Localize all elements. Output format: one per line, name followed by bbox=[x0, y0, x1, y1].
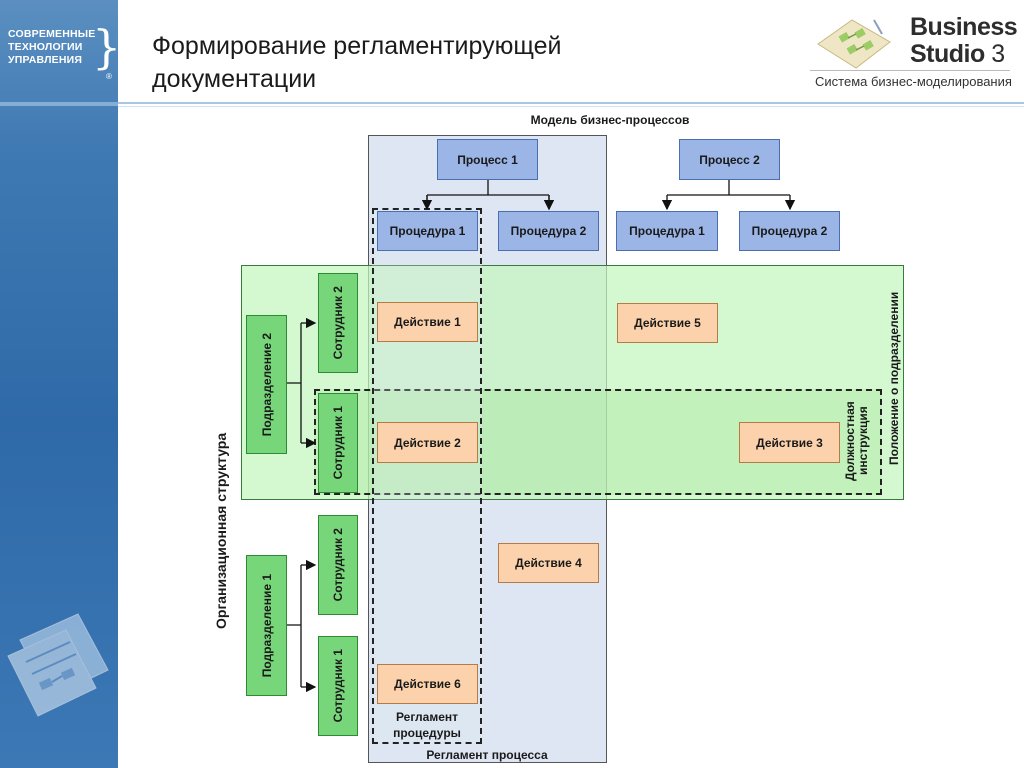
sidebar-stripe bbox=[0, 102, 118, 106]
brand-studio: Studio bbox=[910, 40, 985, 68]
unit-regulation-label: Положение о подразделении bbox=[887, 291, 901, 465]
unit-box[interactable]: Подразделение 2 bbox=[246, 315, 287, 454]
process-box[interactable]: Процесс 2 bbox=[679, 139, 780, 180]
left-sidebar: СОВРЕМЕННЫЕ ТЕХНОЛОГИИ УПРАВЛЕНИЯ } ® bbox=[0, 0, 118, 768]
header-divider-thin bbox=[118, 106, 1024, 107]
business-studio-logo: Business Studio 3 Система бизнес-моделир… bbox=[810, 12, 1018, 92]
action-box[interactable]: Действие 1 bbox=[377, 302, 478, 342]
header-divider bbox=[118, 102, 1024, 104]
employee-box[interactable]: Сотрудник 2 bbox=[318, 273, 358, 373]
process-box[interactable]: Процесс 1 bbox=[437, 139, 538, 180]
registered-mark: ® bbox=[106, 72, 112, 81]
brand-name: Business bbox=[910, 13, 1018, 41]
procedure-regulation-label: Регламент процедуры bbox=[393, 710, 461, 740]
employee-box[interactable]: Сотрудник 1 bbox=[318, 393, 358, 493]
brace-icon: } bbox=[92, 24, 118, 70]
action-box[interactable]: Действие 3 bbox=[739, 422, 840, 463]
brand-divider bbox=[810, 70, 1010, 71]
process-model-label: Модель бизнес-процессов bbox=[530, 113, 690, 127]
stu-logo-text: СОВРЕМЕННЫЕ ТЕХНОЛОГИИ УПРАВЛЕНИЯ bbox=[8, 28, 96, 66]
employee-label: Сотрудник 2 bbox=[331, 286, 345, 360]
employee-label: Сотрудник 1 bbox=[331, 406, 345, 480]
process-regulation-label: Регламент процесса bbox=[426, 748, 548, 762]
employee-label: Сотрудник 2 bbox=[331, 528, 345, 602]
action-box[interactable]: Действие 2 bbox=[377, 422, 478, 463]
stu-logo: СОВРЕМЕННЫЕ ТЕХНОЛОГИИ УПРАВЛЕНИЯ } ® bbox=[8, 24, 118, 84]
procedure-regulation-area bbox=[372, 208, 482, 744]
brand-version: 3 bbox=[991, 40, 1005, 68]
business-studio-emblem-icon bbox=[817, 19, 891, 69]
documents-icon bbox=[7, 613, 109, 717]
procedure-box[interactable]: Процедура 2 bbox=[739, 211, 840, 251]
page-title: Формирование регламентирующей документац… bbox=[152, 32, 562, 93]
action-box[interactable]: Действие 5 bbox=[617, 303, 718, 343]
brand-tagline: Система бизнес-моделирования bbox=[815, 74, 1012, 89]
employee-box[interactable]: Сотрудник 2 bbox=[318, 515, 358, 615]
job-description-label: Должностная инструкция bbox=[843, 401, 870, 481]
employee-label: Сотрудник 1 bbox=[331, 649, 345, 723]
org-structure-label: Организационная структура bbox=[213, 432, 229, 629]
procedure-box[interactable]: Процедура 1 bbox=[377, 211, 478, 251]
procedure-box[interactable]: Процедура 1 bbox=[616, 211, 718, 251]
brand-name-line2: Studio 3 bbox=[910, 39, 1005, 69]
procedure-box[interactable]: Процедура 2 bbox=[498, 211, 599, 251]
action-box[interactable]: Действие 4 bbox=[498, 543, 599, 583]
unit-label: Подразделение 2 bbox=[259, 332, 274, 437]
action-box[interactable]: Действие 6 bbox=[377, 664, 478, 704]
unit-box[interactable]: Подразделение 1 bbox=[246, 555, 287, 696]
employee-box[interactable]: Сотрудник 1 bbox=[318, 636, 358, 736]
unit-label: Подразделение 1 bbox=[259, 573, 274, 678]
